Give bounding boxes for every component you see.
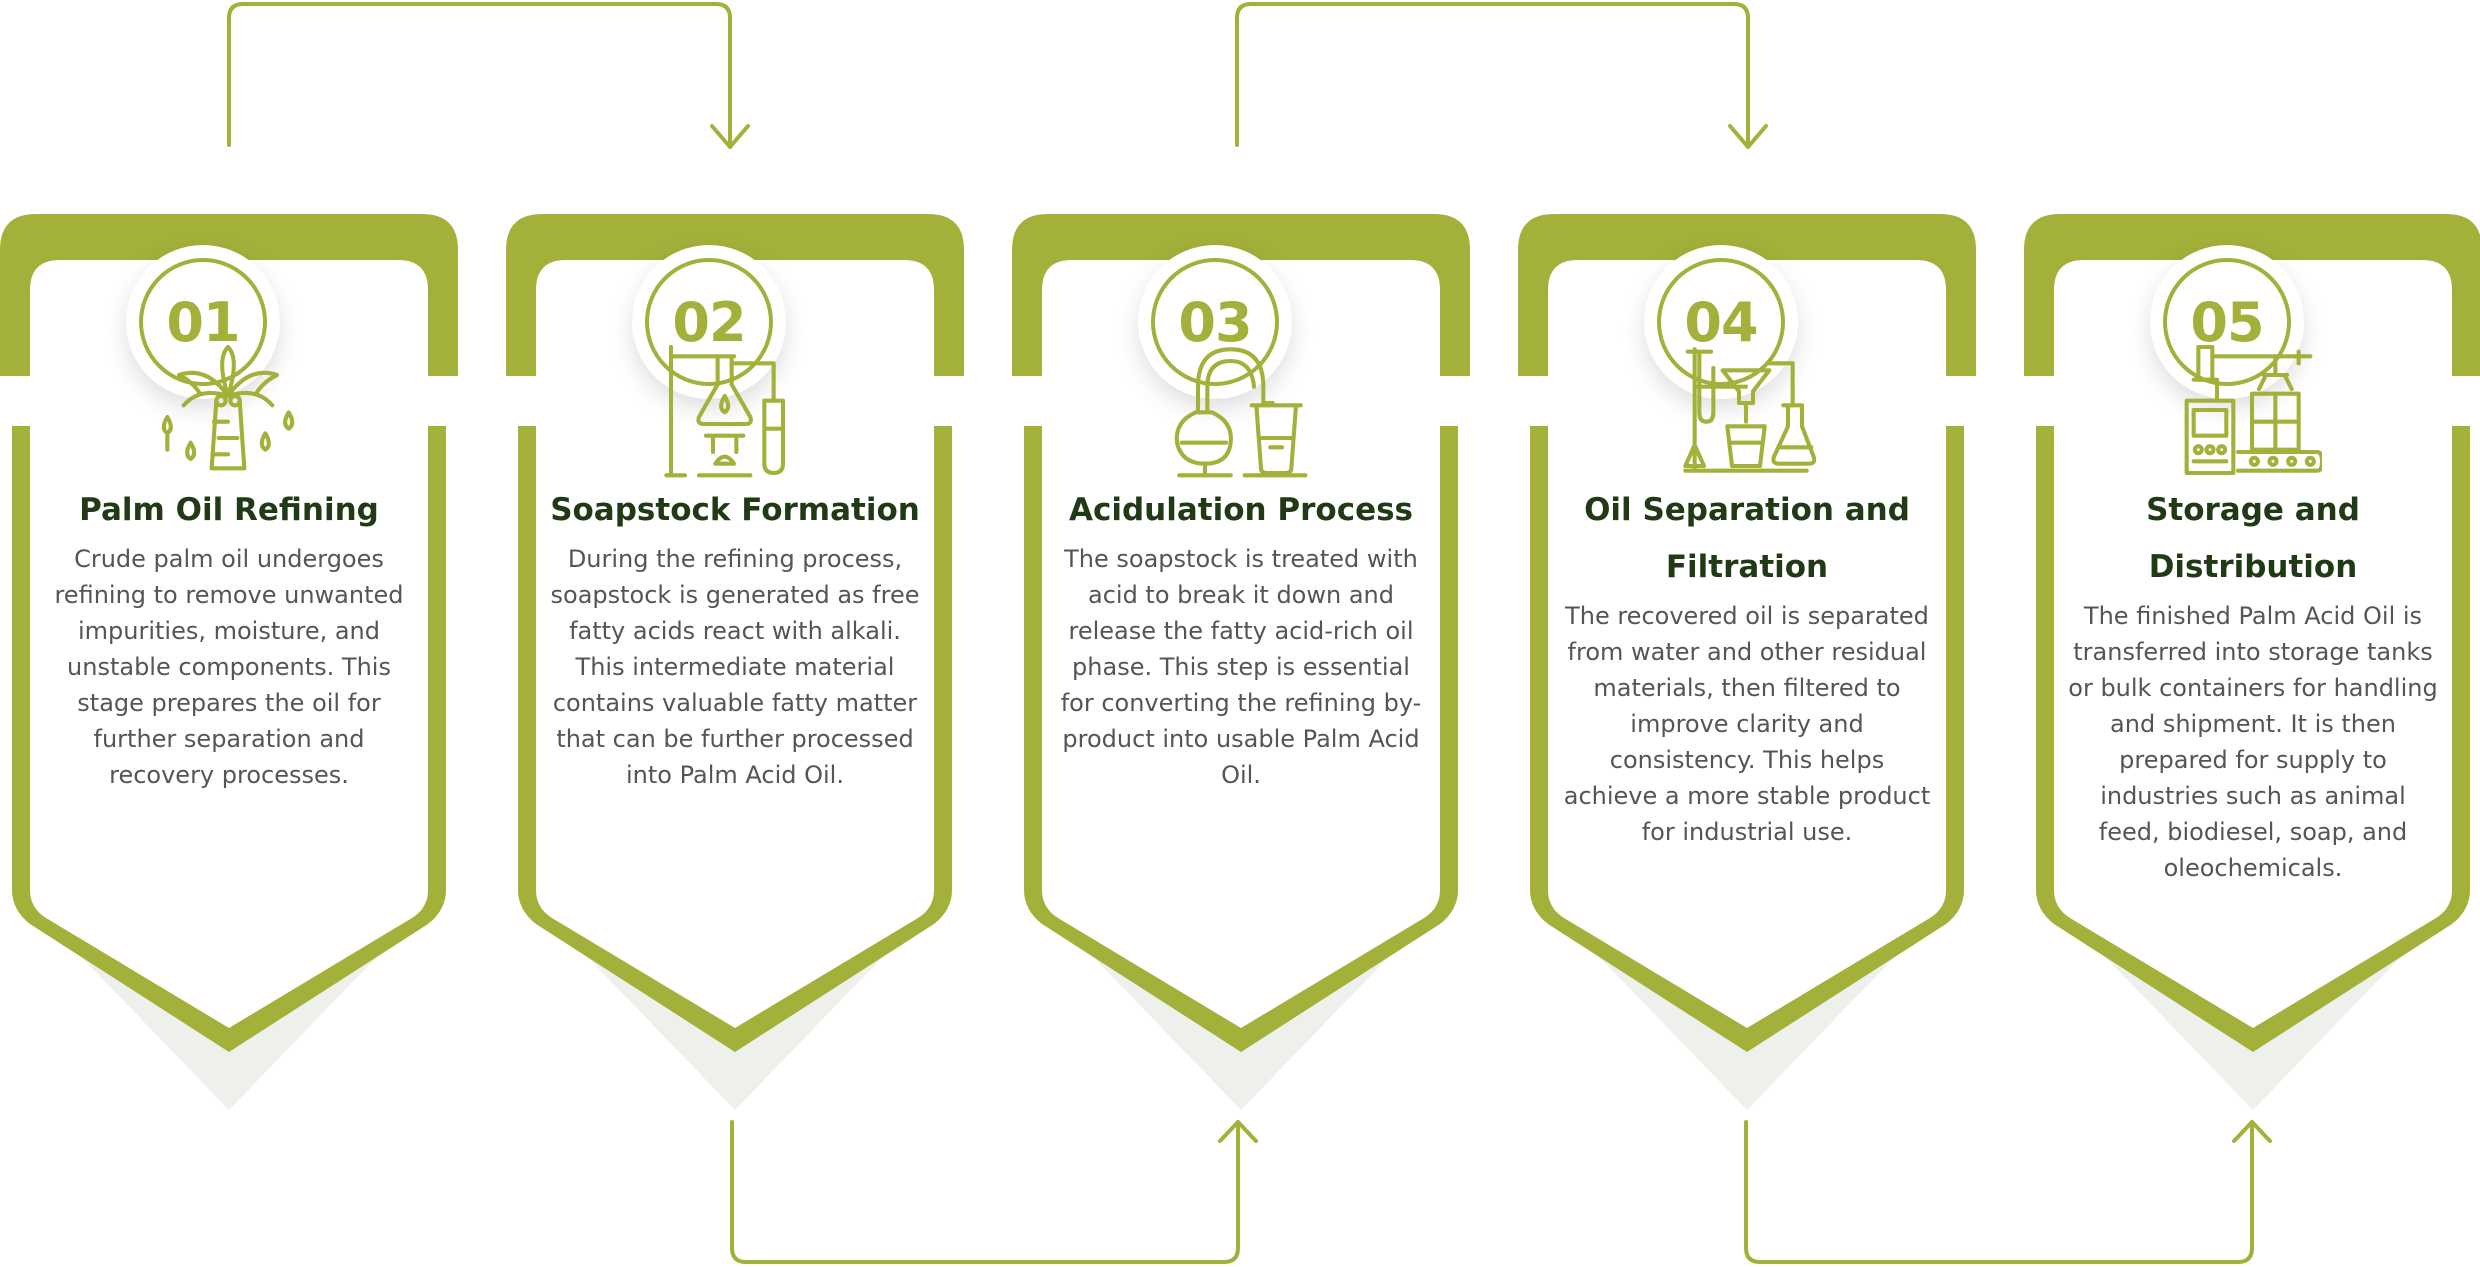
step-title: Soapstock Formation — [550, 492, 920, 528]
step-description: The finished Palm Acid Oil is transferre… — [2068, 602, 2438, 882]
step-description: Crude palm oil undergoes refining to rem… — [54, 545, 404, 789]
storage-conveyor-machine-icon — [2184, 344, 2322, 476]
palm-tree-oil-drops-icon — [161, 344, 295, 471]
lab-flask-burner-icon — [664, 344, 786, 478]
step-title: Oil Separation and Filtration — [1584, 492, 1910, 585]
step-card-4: 04 Oil Separation and Filtration The rec… — [1518, 210, 1976, 1110]
step-number-badge: 02 — [632, 245, 786, 399]
connector-arrow-02-03 — [730, 1120, 1258, 1264]
step-card-2: 02 Soapstock Formation During the refini… — [506, 210, 964, 1110]
filtration-lab-icon — [1683, 347, 1816, 473]
connector-arrow-01-02 — [227, 2, 750, 149]
step-title: Storage and Distribution — [2146, 492, 2360, 585]
connector-arrow-04-05 — [1744, 1120, 2272, 1264]
card-shape — [1518, 214, 1976, 1110]
step-description: The soapstock is treated with acid to br… — [1060, 545, 1422, 789]
step-card-1: 01 Palm Oil Refining Crude palm oil unde… — [0, 210, 458, 1110]
card-shape — [0, 214, 458, 1110]
step-number: 01 — [166, 290, 240, 354]
card-shape — [2024, 214, 2480, 1110]
step-title: Acidulation Process — [1068, 492, 1413, 528]
step-number: 03 — [1178, 290, 1252, 354]
step-description: The recovered oil is separated from wate… — [1563, 602, 1931, 846]
step-number-badge: 04 — [1644, 245, 1798, 399]
step-number: 02 — [672, 290, 746, 354]
step-number-badge: 05 — [2150, 245, 2304, 399]
distillation-apparatus-icon — [1174, 347, 1308, 478]
step-number: 04 — [1684, 290, 1758, 354]
step-card-5: 05 Storage and Distribution The finished… — [2024, 210, 2480, 1110]
step-number-badge: 03 — [1138, 245, 1292, 399]
card-shape — [506, 214, 964, 1110]
connector-arrow-03-04 — [1235, 2, 1768, 149]
step-number: 05 — [2190, 290, 2264, 354]
step-description: During the refining process, soapstock i… — [550, 545, 920, 789]
step-title: Palm Oil Refining — [79, 492, 379, 528]
step-card-3: 03 Acidulation Process The soapstock is … — [1012, 210, 1470, 1110]
